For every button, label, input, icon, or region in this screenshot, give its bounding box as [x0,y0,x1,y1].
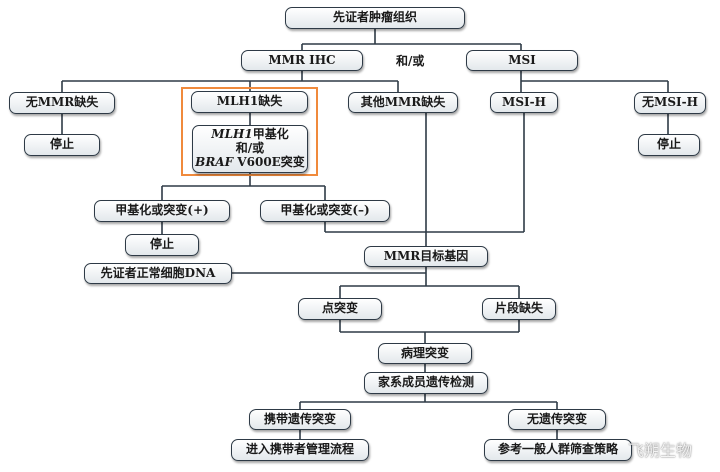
node-mlh1-loss: MLH1缺失 [191,91,308,113]
node-msi-h: MSI-H [490,92,558,113]
node-stop-3: 停止 [125,234,199,256]
mlh1-meth-line: MLH1甲基化 [211,127,289,142]
node-proband-normal-dna: 先证者正常细胞DNA [84,263,232,284]
node-fragment-deletion: 片段缺失 [482,298,556,320]
node-msi: MSI [466,50,578,71]
node-carrier: 携带遗传突变 [249,409,351,430]
mlh1-and-or: 和/或 [235,141,265,156]
mlh1-gene-name: MLH1 [211,127,253,142]
label-and-or-top: 和/或 [396,54,425,68]
node-stop-1: 停止 [24,134,100,156]
node-mmr-ihc: MMR IHC [241,50,363,71]
node-mmr-target-gene: MMR目标基因 [364,246,488,267]
highlight-frame [181,87,318,176]
node-meth-pos: 甲基化或突变(+) [94,200,230,222]
node-stop-2: 停止 [638,134,700,156]
node-population-screening: 参考一般人群筛查策略 [484,439,632,461]
watermark: 飞朔生物 [628,441,693,460]
node-pathogenic-mutation: 病理突变 [378,343,472,364]
node-non-carrier: 无遗传突变 [508,409,606,430]
node-no-msi-h: 无MSI-H [634,92,706,114]
node-meth-neg: 甲基化或突变(–) [260,200,390,222]
braf-gene-name: BRAF [195,154,234,169]
node-proband-tumor: 先证者肿瘤组织 [285,7,465,29]
node-family-testing: 家系成员遗传检测 [364,372,488,394]
node-mlh1-methylation: MLH1甲基化 和/或 BRAF V600E突变 [192,125,308,173]
node-other-mmr-loss: 其他MMR缺失 [348,92,458,113]
braf-line: BRAF V600E突变 [195,154,305,170]
mlh1-meth-suffix: 甲基化 [252,127,289,142]
node-no-mmr-loss: 无MMR缺失 [9,92,115,114]
node-point-mutation: 点突变 [298,298,382,320]
braf-suffix: V600E突变 [233,154,305,169]
node-carrier-management: 进入携带者管理流程 [231,439,369,461]
